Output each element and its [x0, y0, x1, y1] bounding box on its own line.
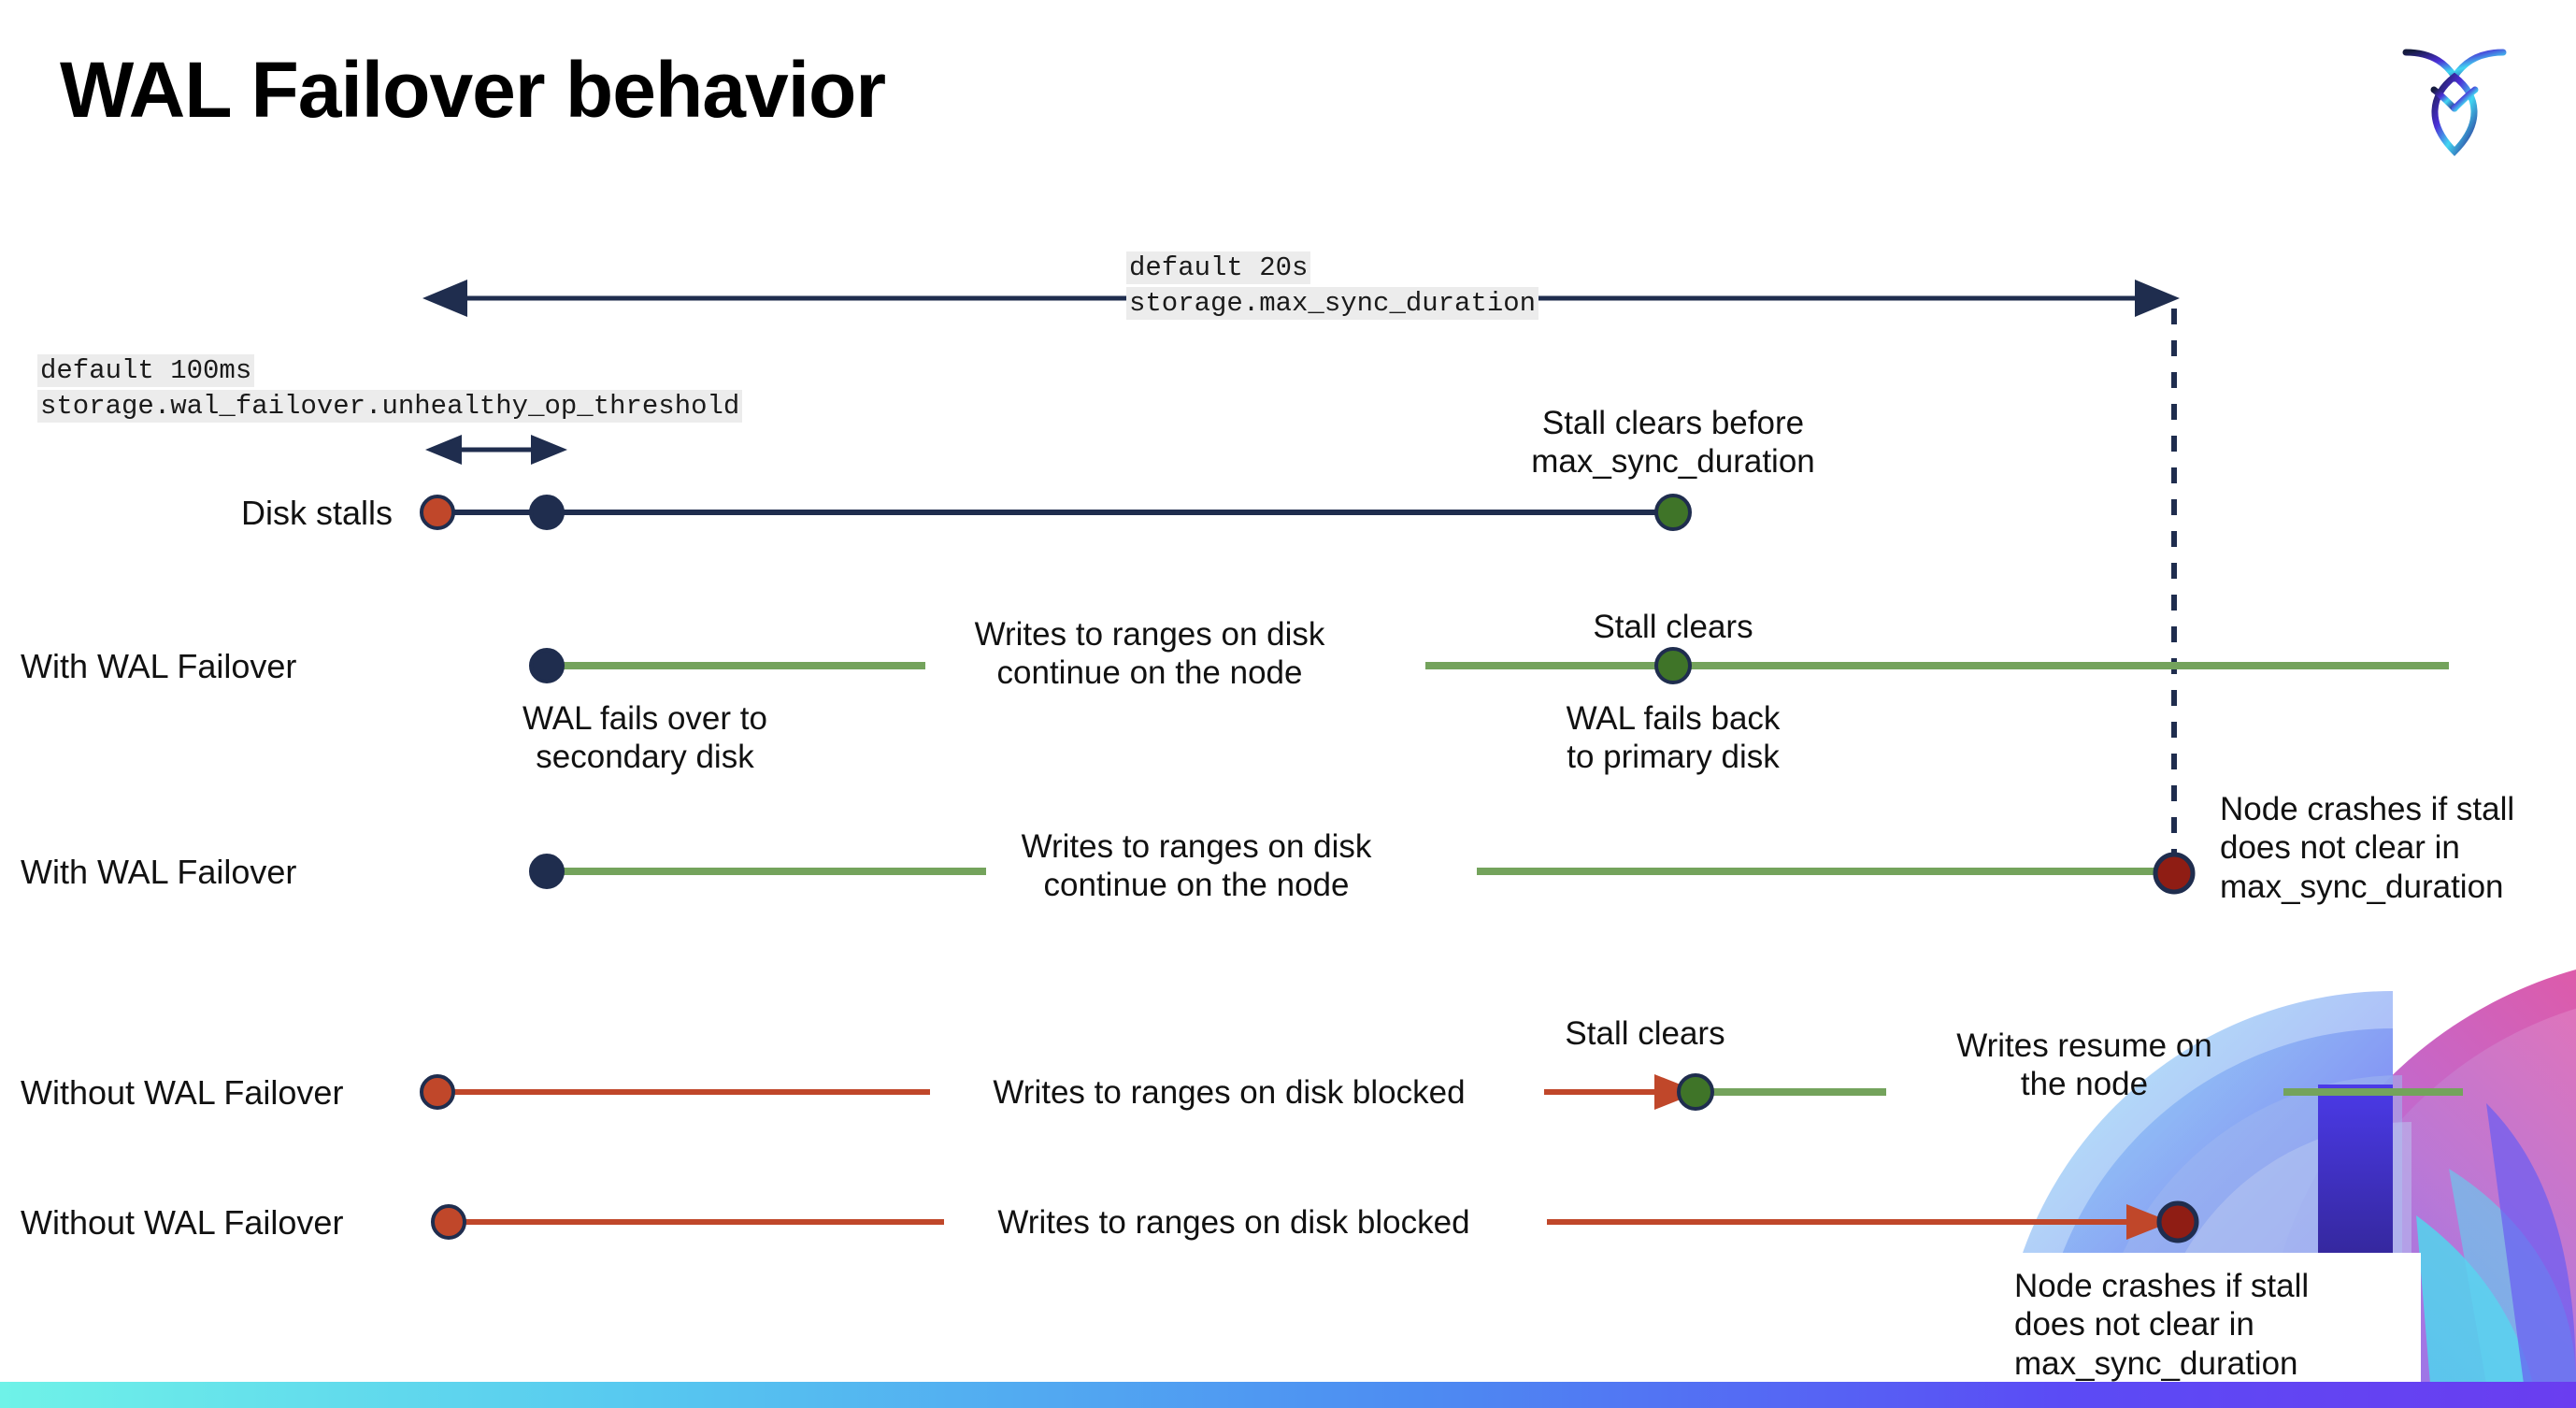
- row-with-wal-failover-1-timeline: [529, 647, 2449, 684]
- cockroachdb-logo-icon: [2402, 49, 2507, 156]
- stall-start-marker: [431, 1204, 466, 1240]
- unhealthy-op-setting: storage.wal_failover.unhealthy_op_thresh…: [37, 389, 743, 423]
- note-writes-continue-2: Writes to ranges on disk continue on the…: [1021, 828, 1372, 904]
- wal-failover-start-marker: [529, 854, 565, 889]
- row-label-without-wal-failover-1: Without WAL Failover: [21, 1073, 344, 1112]
- node-crash-marker: [2153, 852, 2196, 895]
- note-stall-clears-2: Stall clears: [1565, 1015, 1725, 1052]
- stall-clear-marker: [1677, 1073, 1714, 1111]
- note-writes-continue-1: Writes to ranges on disk continue on the…: [974, 616, 1325, 692]
- max-sync-default: default 20s: [1126, 251, 1311, 284]
- footer-gradient-bar: [0, 1382, 2576, 1408]
- stall-clear-marker: [1654, 494, 1692, 531]
- row-without-wal-failover-1-timeline: [420, 1073, 2463, 1111]
- row-label-disk-stalls: Disk stalls: [240, 494, 393, 532]
- max-sync-duration-annotation: default 20s storage.max_sync_duration: [1126, 251, 1539, 321]
- note-node-crashes-1: Node crashes if stall does not clear in …: [2220, 791, 2515, 905]
- stall-start-marker: [420, 495, 455, 530]
- unhealthy-op-threshold-annotation: default 100ms storage.wal_failover.unhea…: [37, 353, 743, 424]
- row-label-without-wal-failover-2: Without WAL Failover: [21, 1203, 344, 1242]
- row-label-with-wal-failover-2: With WAL Failover: [21, 853, 297, 891]
- note-writes-resume: Writes resume on the node: [1956, 1027, 2212, 1103]
- unhealthy-op-threshold-span-arrow: [425, 435, 567, 465]
- stall-clear-marker: [1654, 647, 1692, 684]
- row-label-with-wal-failover-1: With WAL Failover: [21, 647, 297, 685]
- note-wal-fails-back: WAL fails back to primary disk: [1566, 700, 1781, 776]
- note-writes-blocked-2: Writes to ranges on disk blocked: [997, 1204, 1470, 1241]
- unhealthy-op-default: default 100ms: [37, 354, 255, 387]
- page-title: WAL Failover behavior: [60, 46, 886, 134]
- node-crash-marker: [2156, 1200, 2199, 1243]
- row-with-wal-failover-2-timeline: [529, 852, 2196, 895]
- note-writes-blocked-1: Writes to ranges on disk blocked: [993, 1074, 1466, 1111]
- wal-failover-start-marker: [529, 648, 565, 683]
- failover-marker: [529, 495, 565, 530]
- max-sync-setting: storage.max_sync_duration: [1126, 286, 1539, 320]
- note-node-crashes-2: Node crashes if stall does not clear in …: [2014, 1268, 2310, 1382]
- note-stall-clears-before: Stall clears before max_sync_duration: [1531, 405, 1815, 481]
- stall-start-marker: [420, 1074, 455, 1110]
- row-disk-stalls-timeline: [420, 494, 1692, 531]
- note-stall-clears-1: Stall clears: [1593, 609, 1753, 645]
- note-wal-fails-over: WAL fails over to secondary disk: [522, 700, 767, 776]
- row-without-wal-failover-2-timeline: [431, 1200, 2199, 1243]
